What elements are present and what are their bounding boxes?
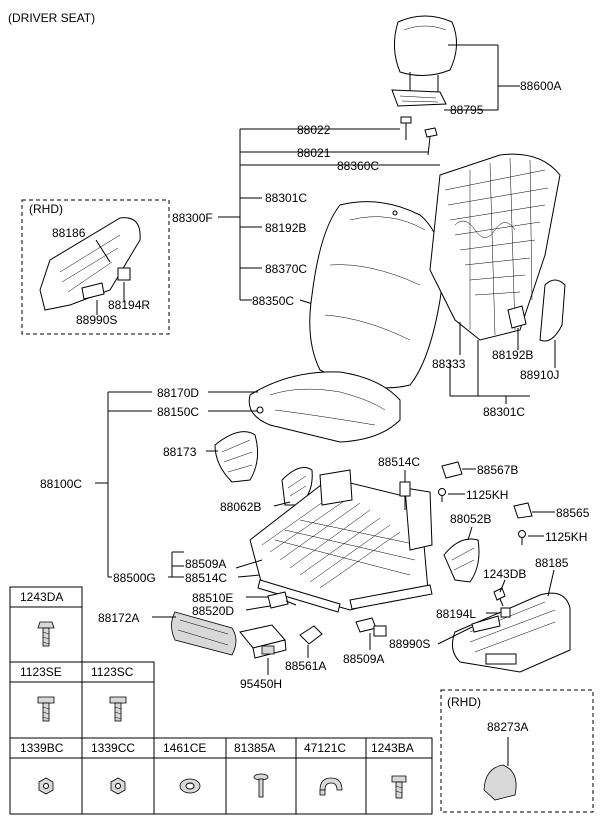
cover-88273A-illustration	[483, 764, 517, 801]
screw-1243DB-icon	[493, 587, 506, 607]
label-88514C-a: 88514C	[378, 455, 420, 469]
label-88172A: 88172A	[98, 611, 139, 625]
label-88273A: 88273A	[487, 720, 528, 734]
label-88360C: 88360C	[337, 159, 379, 173]
washer-1461CE-icon	[179, 778, 201, 794]
clip-88567B-icon	[441, 461, 463, 479]
fastener-label-1123SE: 1123SE	[20, 665, 62, 679]
label-88173: 88173	[163, 445, 197, 459]
rhd-label-a: (RHD)	[29, 202, 63, 216]
diagram-title: (DRIVER SEAT)	[8, 11, 95, 25]
label-88514C-b: 88514C	[185, 571, 227, 585]
rhd-box-recliner	[21, 199, 170, 335]
bolt-1123SE-icon	[37, 696, 55, 722]
label-88509A-b: 88509A	[343, 652, 384, 666]
recliner-cover-88186-illustration	[39, 217, 141, 311]
seatback-cushion-illustration	[309, 201, 443, 389]
bolt-88022-icon	[400, 116, 412, 140]
bolt-1243BA-icon	[391, 775, 407, 799]
label-88910J: 88910J	[520, 368, 559, 382]
fastener-label-1339CC: 1339CC	[91, 741, 135, 755]
fastener-label-81385A: 81385A	[234, 741, 275, 755]
fastener-label-1339BC: 1339BC	[20, 741, 64, 755]
seat-cushion-illustration	[248, 371, 401, 443]
label-88192B-b: 88192B	[492, 348, 533, 362]
label-88510E: 88510E	[192, 591, 233, 605]
clip-47121C-icon	[319, 777, 343, 796]
label-88186: 88186	[52, 226, 86, 240]
fastener-label-47121C: 47121C	[304, 741, 346, 755]
label-1125KH-b: 1125KH	[545, 530, 587, 544]
label-88150C: 88150C	[157, 405, 199, 419]
nut-1339CC-icon	[110, 777, 126, 795]
label-88350C: 88350C	[252, 294, 294, 308]
headrest-illustration	[391, 15, 457, 107]
label-88509A-a: 88509A	[185, 557, 226, 571]
cover-88173-illustration	[214, 431, 259, 483]
label-88520D: 88520D	[192, 604, 234, 618]
label-88567B: 88567B	[477, 463, 518, 477]
label-1243DB: 1243DB	[483, 567, 526, 581]
bolt-1243DA-icon	[37, 621, 55, 647]
part-88561A-illustration	[299, 625, 323, 645]
fastener-label-1243DA: 1243DA	[20, 590, 63, 604]
part-88509A-illustration	[355, 617, 387, 637]
screw-1125KH-a-icon	[438, 488, 446, 502]
label-88022: 88022	[297, 123, 331, 137]
label-88600A: 88600A	[520, 79, 561, 93]
pin-81385A-icon	[253, 773, 269, 798]
fastener-table: 1243DA 1123SE 1123SC 1339BC 1339CC 1461C…	[9, 586, 433, 815]
label-88170D: 88170D	[157, 386, 199, 400]
side-shield-88185-illustration	[451, 592, 571, 673]
label-88301C-a: 88301C	[265, 191, 307, 205]
label-95450H: 95450H	[240, 677, 282, 691]
rhd-box-cover	[440, 689, 594, 813]
label-88062B: 88062B	[220, 500, 261, 514]
clip-88565-icon	[513, 502, 533, 519]
label-88021: 88021	[297, 146, 331, 160]
fastener-label-1243BA: 1243BA	[371, 741, 414, 755]
part-88194L-icon	[500, 607, 511, 618]
nut-1339BC-icon	[38, 777, 54, 795]
label-88795: 88795	[450, 103, 484, 117]
side-cover-88172A-illustration	[171, 611, 237, 656]
screw-1125KH-b-icon	[518, 530, 526, 545]
bolt-88021-icon	[424, 127, 438, 156]
label-88052B: 88052B	[450, 512, 491, 526]
label-1125KH-a: 1125KH	[466, 488, 508, 502]
label-88333: 88333	[432, 357, 466, 371]
label-88500G: 88500G	[113, 571, 156, 585]
label-88100C: 88100C	[40, 477, 82, 491]
label-88990S-b: 88990S	[389, 637, 430, 651]
label-88301C-b: 88301C	[483, 405, 525, 419]
switch-88510E-illustration	[267, 591, 297, 609]
bracket-88192B	[507, 305, 527, 329]
label-88194R: 88194R	[108, 298, 150, 312]
label-88192B-a: 88192B	[265, 221, 306, 235]
cover-88052B-illustration	[443, 538, 480, 583]
module-95450H-illustration	[239, 624, 287, 659]
side-cover-88910J	[539, 279, 566, 342]
label-88194L: 88194L	[436, 607, 476, 621]
label-88561A: 88561A	[285, 659, 326, 673]
label-88370C: 88370C	[265, 262, 307, 276]
label-88990S-a: 88990S	[76, 313, 117, 327]
label-88300F: 88300F	[172, 211, 213, 225]
label-88565: 88565	[556, 506, 590, 520]
bolt-1123SC-icon	[109, 696, 127, 722]
fastener-label-1123SC: 1123SC	[91, 665, 134, 679]
rhd-label-b: (RHD)	[447, 695, 481, 709]
seatback-frame-illustration	[429, 153, 561, 341]
label-88185: 88185	[535, 556, 569, 570]
seat-frame-track-illustration	[249, 469, 433, 613]
fastener-label-1461CE: 1461CE	[163, 741, 206, 755]
